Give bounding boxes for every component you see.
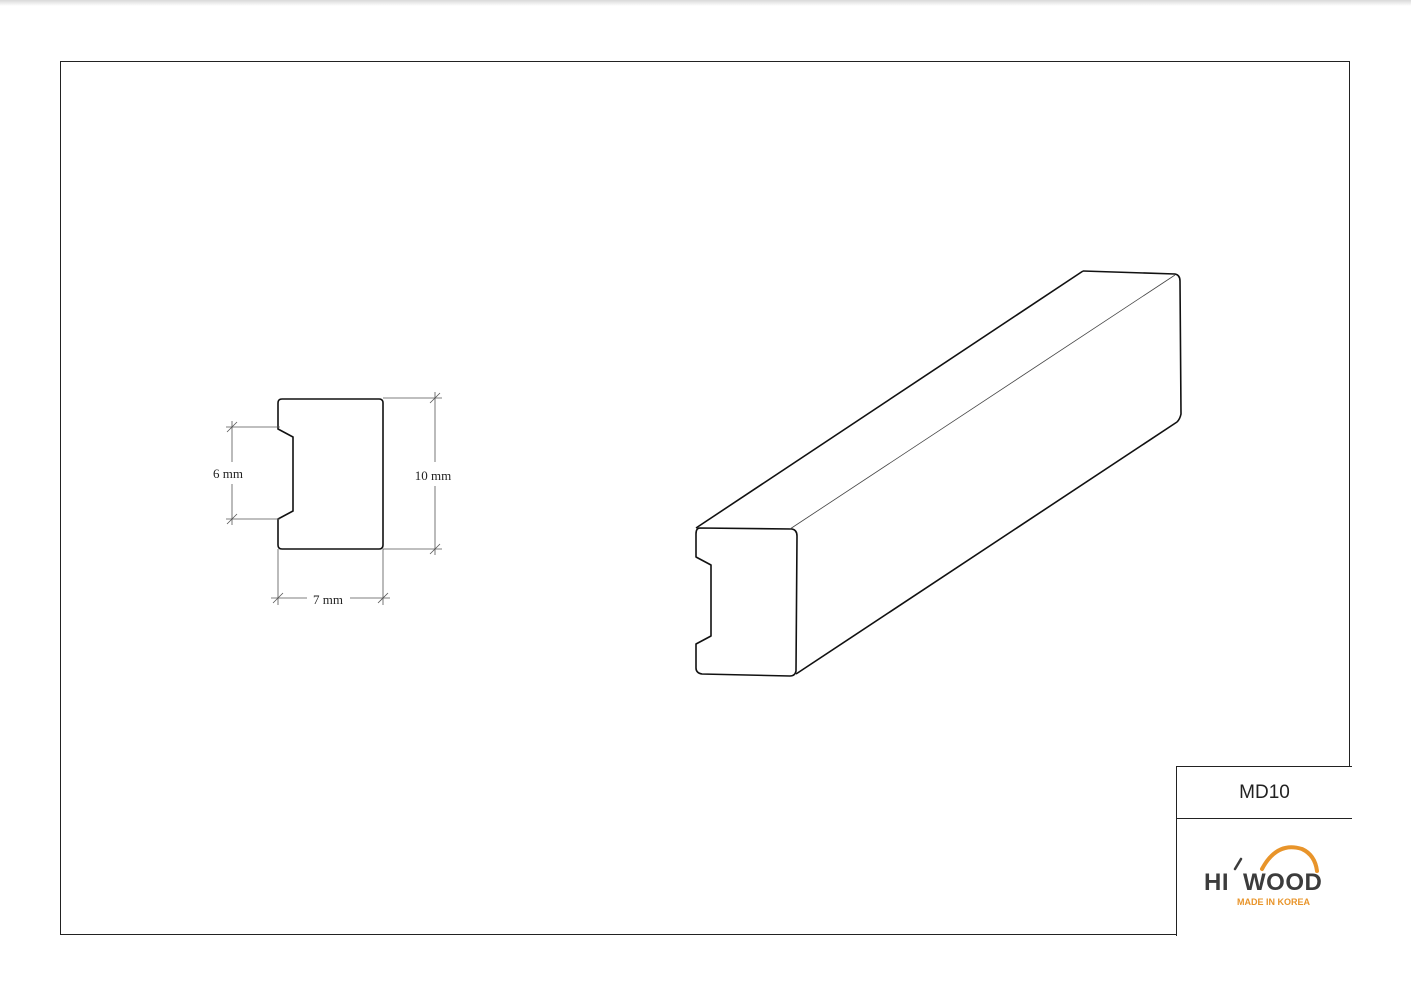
dimension-groove-height [226, 421, 280, 525]
brand-logo: HI WOOD MADE IN KOREA [1177, 819, 1352, 936]
product-code: MD10 [1177, 767, 1352, 819]
dimension-width [271, 549, 390, 605]
isometric-molding-view [695, 270, 1182, 677]
logo-brand-hi: HI [1204, 869, 1229, 896]
logo-brand-wood: WOOD [1243, 869, 1323, 896]
dimension-total-height [383, 392, 442, 555]
title-block: MD10 HI WOOD MADE IN KOREA [1176, 766, 1352, 936]
page-top-shadow [0, 0, 1411, 6]
dimension-label-7mm: 7 mm [313, 592, 343, 607]
dimension-label-6mm: 6 mm [213, 466, 243, 481]
cross-section-profile [277, 398, 384, 550]
logo-tagline: MADE IN KOREA [1237, 897, 1311, 907]
drawing-sheet-border [60, 61, 1350, 935]
dimension-label-10mm: 10 mm [415, 468, 451, 483]
logo-arc-icon [1233, 845, 1319, 873]
